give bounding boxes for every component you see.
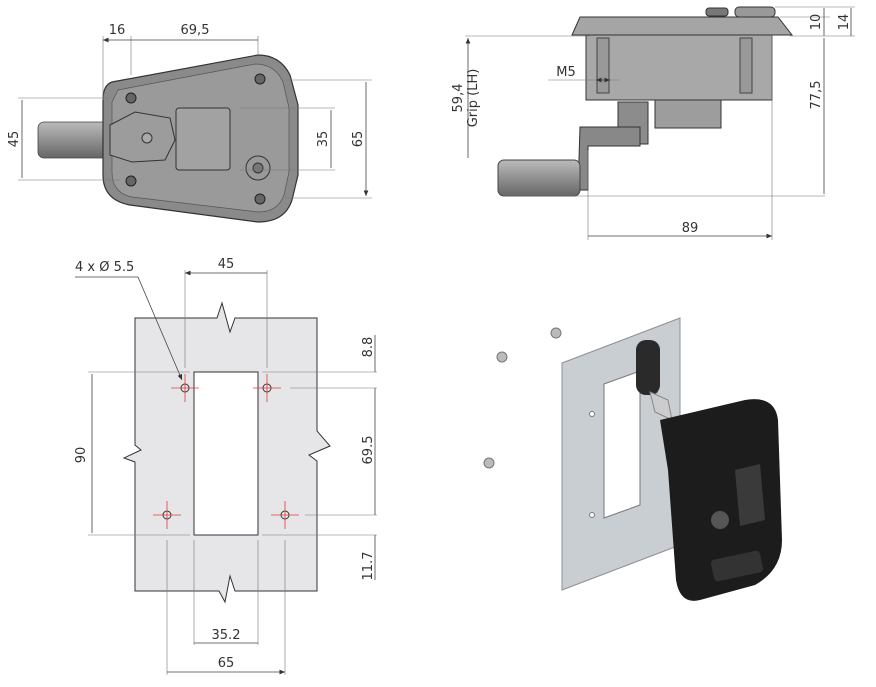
lever-rod	[37, 121, 111, 159]
latch-trigger	[735, 464, 765, 526]
front-view: 16 69,5 45 35 65	[7, 23, 372, 223]
mount-hole	[153, 501, 181, 529]
hole-spec-label: 4 x Ø 5.5	[75, 260, 134, 275]
dim-10: 10	[809, 14, 824, 31]
latch-housing	[660, 399, 782, 601]
cutout-view: 4 x Ø 5.5 45 90 8.8 69.5 11.7 35.2 65	[74, 257, 377, 675]
dim-grip-lh: Grip (LH)	[466, 69, 481, 128]
dim-65: 65	[351, 131, 366, 148]
nut-3	[483, 457, 495, 469]
cutout-opening	[193, 371, 259, 536]
dim-59-4: 59,4	[451, 84, 466, 113]
flange	[571, 16, 794, 36]
bolt-left	[596, 37, 610, 94]
lever-handle	[636, 340, 660, 395]
mount-nut-1	[125, 92, 137, 104]
trigger-button	[734, 6, 776, 18]
pivot-screw-icon	[141, 132, 153, 144]
dim-m5: M5	[556, 65, 576, 80]
dim-69-5: 69,5	[181, 23, 210, 38]
mount-nut-3	[125, 175, 137, 187]
nut-2	[496, 351, 508, 363]
mount-nut-2	[254, 73, 266, 85]
trigger-tab	[705, 7, 729, 17]
isometric-render	[483, 317, 782, 601]
dim-35-2: 35.2	[212, 628, 241, 643]
spring-boss-hole	[252, 162, 264, 174]
housing-lower	[654, 99, 722, 129]
dim-16: 16	[109, 23, 126, 38]
dim-8-8: 8.8	[361, 337, 376, 358]
lever-rod-side	[497, 159, 581, 197]
panel-hole	[589, 411, 595, 417]
dim-35: 35	[316, 131, 331, 148]
mechanism-plate	[175, 107, 231, 171]
dim-11-7: 11.7	[361, 552, 376, 581]
side-view: M5 59,4 Grip (LH) 77,5 10 14 89	[451, 6, 855, 240]
latch-pivot	[711, 511, 729, 529]
bolt-right	[739, 37, 753, 94]
dim-45: 45	[7, 131, 22, 148]
mount-nut-4	[254, 193, 266, 205]
dim-45: 45	[218, 257, 235, 272]
dim-89: 89	[682, 221, 699, 236]
lever-arm	[577, 126, 641, 191]
nut-1	[550, 327, 562, 339]
panel-cutout	[603, 370, 641, 519]
dim-69-5: 69.5	[361, 436, 376, 465]
dim-65: 65	[218, 656, 235, 671]
panel-hole	[589, 512, 595, 518]
latch-grip	[711, 550, 763, 582]
dim-14: 14	[837, 14, 852, 31]
dim-90: 90	[74, 447, 89, 464]
dim-77-5: 77,5	[809, 81, 824, 110]
